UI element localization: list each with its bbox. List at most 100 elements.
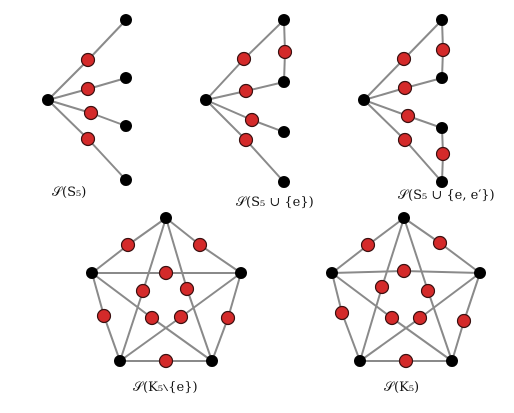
k5e-subdivision-vertex — [96, 308, 112, 324]
k5-subdivision-vertex — [334, 305, 350, 321]
k5e-vertex — [235, 267, 247, 279]
s5ee-subdivision-vertex — [396, 51, 412, 67]
k5-edge — [403, 217, 429, 292]
s5-center-vertex — [42, 94, 54, 106]
k5e-edge — [227, 272, 242, 319]
s5e-subdivision-vertex — [238, 132, 254, 148]
s5e-leaf-vertex — [278, 176, 290, 188]
s5e-edge — [205, 99, 253, 121]
s5-leaf-vertex — [120, 14, 132, 26]
k5-subdivision-vertex — [384, 310, 400, 326]
k5-subdivision-vertex — [398, 353, 414, 369]
k5e-edge — [142, 217, 167, 292]
s5e-leaf-vertex — [278, 14, 290, 26]
s5e-subdivision-vertex — [244, 112, 260, 128]
k5-edge — [367, 217, 405, 246]
k5-edge — [391, 317, 453, 362]
s5-subdivision-vertex — [83, 105, 99, 121]
k5-edge — [359, 286, 383, 362]
k5-subdivision-vertex — [456, 313, 472, 329]
k5-edge — [331, 272, 393, 319]
k5-edge — [419, 272, 481, 319]
k5-edge — [403, 217, 441, 244]
k5-edge — [331, 270, 405, 274]
k5-vertex — [326, 267, 338, 279]
k5-edge — [439, 242, 481, 274]
caption-s-k5: 𝒮(K₅) — [384, 380, 420, 395]
s5ee-center-vertex — [358, 94, 370, 106]
s5ee-edge — [363, 58, 405, 101]
s5ee-edge — [363, 99, 409, 117]
k5-edge — [341, 312, 361, 362]
k5e-edge — [127, 217, 167, 246]
s5-edge — [87, 19, 127, 61]
k5-vertex — [446, 355, 458, 367]
k5e-edge — [91, 272, 153, 319]
k5-subdivision-vertex — [412, 310, 428, 326]
s5ee-edge — [403, 19, 443, 60]
k5e-subdivision-vertex — [135, 283, 151, 299]
k5-edge — [359, 317, 421, 362]
k5e-vertex — [114, 355, 126, 367]
caption-s-s5-union-e-e-prime: 𝒮(S₅ ∪ {e, e′}) — [398, 188, 495, 203]
k5e-edge — [91, 244, 129, 274]
s5ee-extra-subdivision-vertex — [435, 146, 451, 162]
k5-edge — [331, 244, 369, 274]
s5e-center-vertex — [200, 94, 212, 106]
caption-s-s5-union-e: 𝒮(S₅ ∪ {e}) — [236, 195, 314, 210]
k5e-edge — [91, 272, 105, 317]
k5e-vertex — [86, 267, 98, 279]
k5-vertex — [474, 267, 486, 279]
k5e-edge — [199, 244, 242, 274]
k5e-subdivision-vertex — [173, 309, 189, 325]
k5-edge — [427, 290, 453, 362]
s5-leaf-vertex — [120, 120, 132, 132]
k5-subdivision-vertex — [432, 235, 448, 251]
caption-s-s5: 𝒮(S₅) — [52, 185, 87, 200]
s5-edge — [87, 138, 127, 181]
s5e-subdivision-vertex — [236, 51, 252, 67]
k5e-subdivision-vertex — [144, 310, 160, 326]
s5-edge — [47, 99, 92, 114]
k5e-edge — [103, 315, 121, 362]
k5e-subdivision-vertex — [120, 237, 136, 253]
s5ee-leaf-vertex — [436, 14, 448, 26]
s5e-leaf-vertex — [278, 126, 290, 138]
k5e-edge — [119, 316, 182, 362]
s5-edge — [47, 99, 89, 140]
k5e-subdivision-vertex — [220, 310, 236, 326]
s5ee-subdivision-vertex — [397, 80, 413, 96]
s5-leaf-vertex — [120, 72, 132, 84]
k5e-edge — [165, 217, 188, 290]
k5e-subdivision-vertex — [158, 265, 174, 281]
s5ee-leaf-vertex — [436, 122, 448, 134]
k5-subdivision-vertex — [420, 283, 436, 299]
s5-subdivision-vertex — [80, 52, 96, 68]
s5e-subdivision-vertex — [238, 83, 254, 99]
s5ee-edge — [363, 87, 406, 101]
caption-s-k5-minus-e: 𝒮(K₅∖{e}) — [133, 380, 198, 395]
k5-vertex — [354, 355, 366, 367]
s5e-edge — [205, 99, 247, 141]
k5-vertex — [398, 212, 410, 224]
k5e-edge — [151, 317, 213, 362]
k5-subdivision-vertex — [374, 279, 390, 295]
s5e-leaf-vertex — [278, 76, 290, 88]
k5e-edge — [165, 217, 201, 246]
k5-subdivision-vertex — [396, 263, 412, 279]
k5e-edge — [186, 288, 213, 362]
s5ee-subdivision-vertex — [400, 108, 416, 124]
k5e-vertex — [206, 355, 218, 367]
k5e-subdivision-vertex — [192, 237, 208, 253]
s5-subdivision-vertex — [80, 131, 96, 147]
s5e-edge — [243, 19, 285, 60]
k5-edge — [403, 270, 481, 274]
s5-edge — [47, 59, 89, 101]
s5e-extra-subdivision-vertex — [277, 44, 293, 60]
k5e-subdivision-vertex — [179, 281, 195, 297]
k5-subdivision-vertex — [360, 237, 376, 253]
s5e-edge — [205, 58, 245, 101]
k5e-subdivision-vertex — [158, 353, 174, 369]
s5-leaf-vertex — [120, 174, 132, 186]
